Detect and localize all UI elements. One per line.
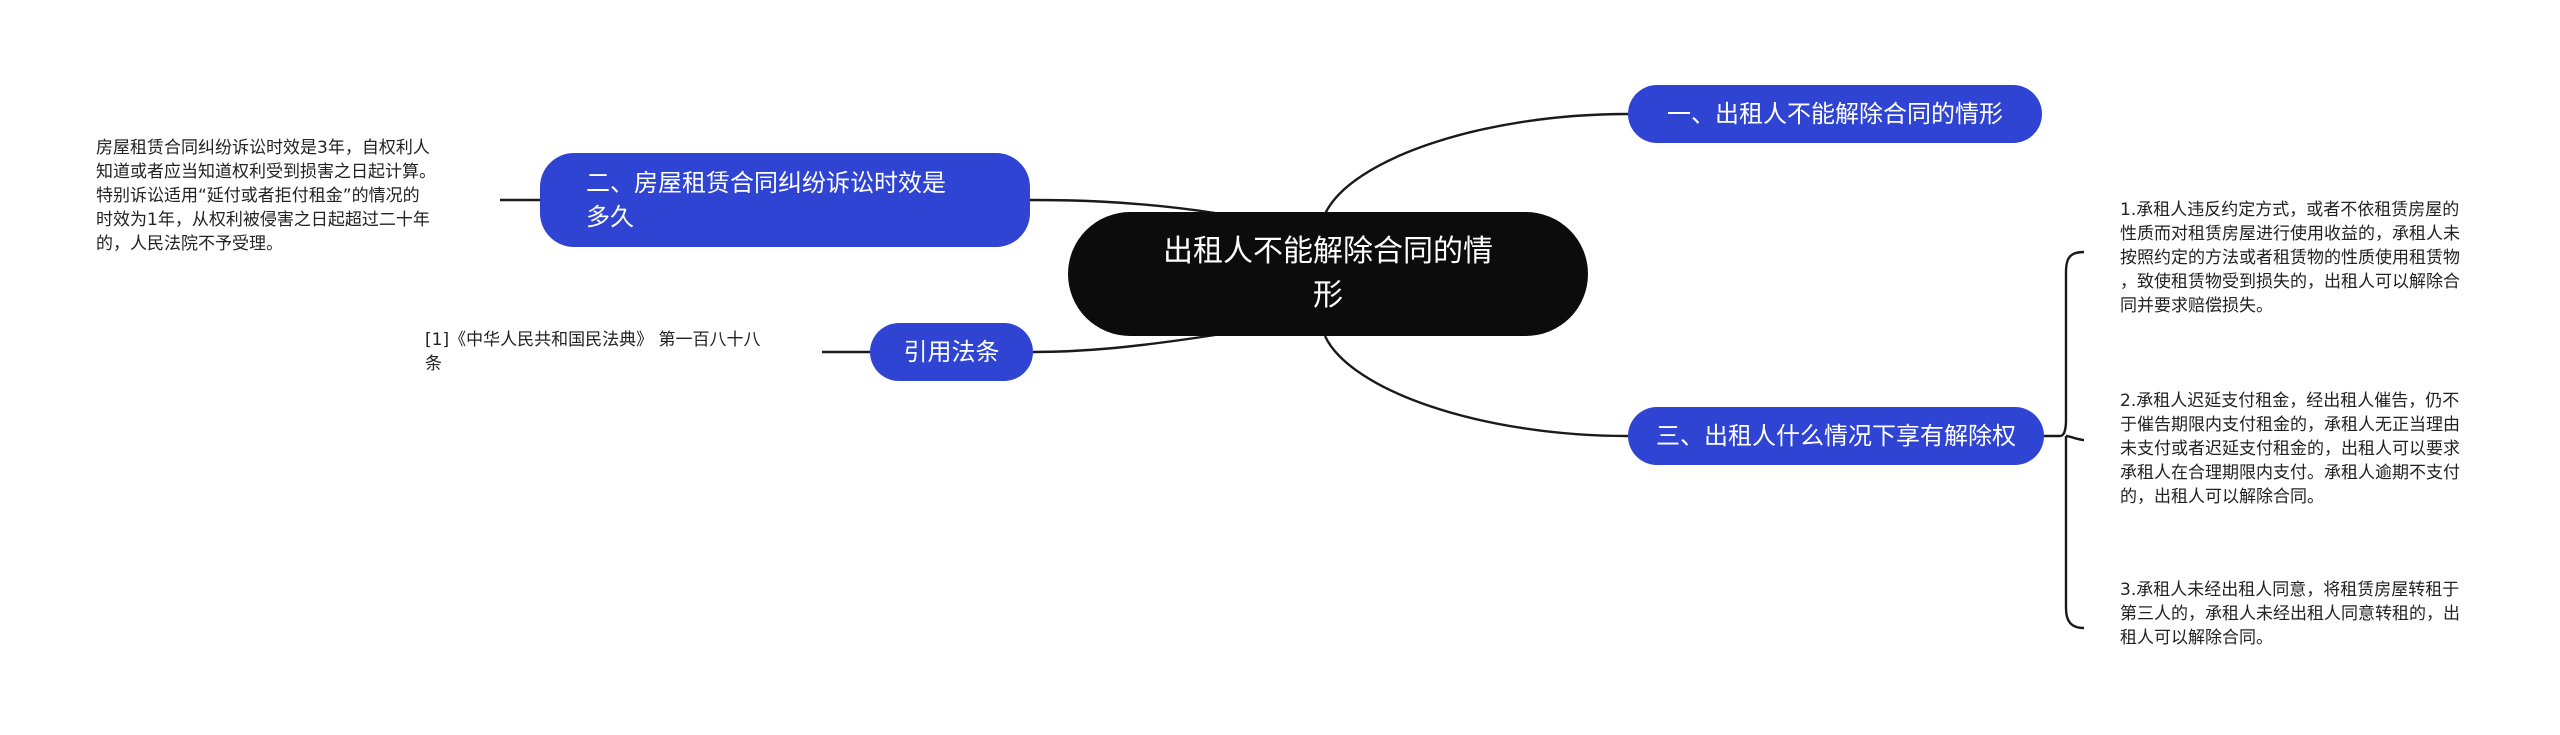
topic-label: 引用法条 bbox=[903, 338, 1000, 366]
topic-label: 一、出租人不能解除合同的情形 bbox=[1667, 100, 2003, 128]
connector-root-topic1 bbox=[1323, 112, 1629, 215]
topic-label: 三、出租人什么情况下享有解除权 bbox=[1656, 422, 2016, 450]
topic-node-termination-rights[interactable]: 三、出租人什么情况下享有解除权 bbox=[1628, 407, 2044, 465]
topic-label: 二、房屋租赁合同纠纷诉讼时效是 多久 bbox=[586, 169, 946, 231]
leaf-right-2-text: 2.承租人迟延支付租金，经出租人催告，仍不 于催告期限内支付租金的，承租人无正当… bbox=[2120, 391, 2460, 507]
leaf-citation-text: [1]《中华人民共和国民法典》 第一百八十八 条 bbox=[425, 330, 761, 374]
connector-root-topic4 bbox=[1323, 335, 1629, 438]
root-node[interactable]: 出租人不能解除合同的情 形 bbox=[1068, 212, 1588, 336]
topic-node-cannot-terminate[interactable]: 一、出租人不能解除合同的情形 bbox=[1628, 85, 2042, 143]
connector-root-topic2 bbox=[1029, 198, 1216, 215]
connector-topic4-bracket bbox=[2044, 250, 2085, 630]
root-label: 出租人不能解除合同的情 形 bbox=[1163, 234, 1493, 313]
topic-node-cited-law[interactable]: 引用法条 bbox=[870, 323, 1033, 381]
leaf-right-1-text: 1.承租人违反约定方式，或者不依租赁房屋的 性质而对租赁房屋进行使用收益的，承租… bbox=[2120, 200, 2460, 316]
topic-node-limitation-period[interactable]: 二、房屋租赁合同纠纷诉讼时效是 多久 bbox=[540, 153, 1030, 247]
leaf-limitation-text: 房屋租赁合同纠纷诉讼时效是3年，自权利人 知道或者应当知道权利受到损害之日起计算… bbox=[96, 138, 436, 254]
connector-root-topic3 bbox=[1032, 333, 1216, 354]
leaf-right-3-text: 3.承租人未经出租人同意，将租赁房屋转租于 第三人的，承租人未经出租人同意转租的… bbox=[2120, 580, 2460, 648]
